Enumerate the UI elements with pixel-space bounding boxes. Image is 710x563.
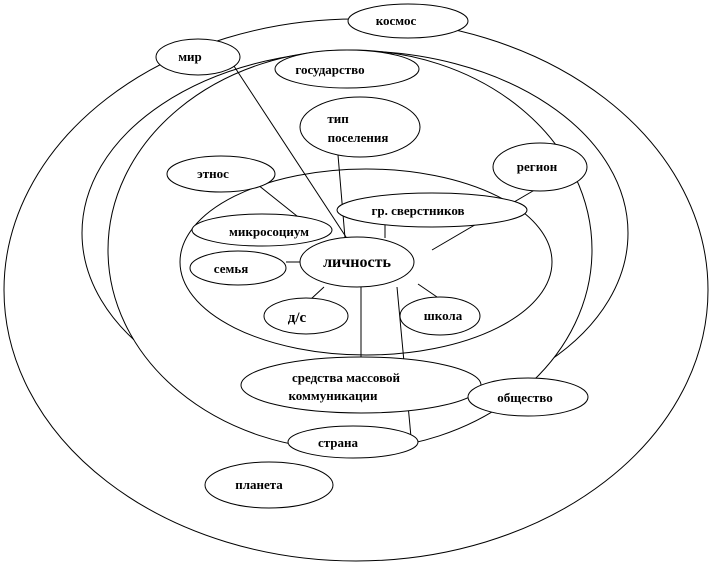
node-semya-label: семья <box>214 261 248 276</box>
node-etnos: этнос <box>166 155 276 193</box>
node-obshchestvo: общество <box>467 377 589 417</box>
node-tip-poseleniya-label-line1: тип <box>327 111 349 126</box>
node-planeta-label: планета <box>235 477 283 492</box>
node-lichnost-label: личность <box>323 254 391 271</box>
node-sverstniki-label: гр. сверстников <box>371 203 464 218</box>
node-gosudarstvo-label: государство <box>295 62 364 77</box>
node-region: регион <box>492 142 588 192</box>
node-planeta: планета <box>204 461 334 509</box>
node-strana-label: страна <box>318 435 359 450</box>
node-tip-poseleniya-label-line2: поселения <box>328 130 389 145</box>
node-shkola-label: школа <box>424 308 463 323</box>
node-obshchestvo-label: общество <box>497 390 553 405</box>
node-gosudarstvo: государство <box>274 49 420 89</box>
node-lichnost: личность <box>299 236 415 288</box>
node-mikrosocium: микросоциум <box>191 213 333 247</box>
node-region-label: регион <box>517 159 558 174</box>
link-shkola <box>417 283 438 298</box>
node-mir-label: мир <box>178 49 202 64</box>
node-tip-poseleniya: тип поселения <box>299 96 421 158</box>
link-tip-poseleniya <box>337 154 346 239</box>
node-mikrosocium-label: микросоциум <box>229 224 309 239</box>
link-ds <box>310 286 325 300</box>
node-etnos-label: этнос <box>197 166 229 181</box>
node-sverstniki: гр. сверстников <box>336 192 528 228</box>
node-strana: страна <box>287 425 419 459</box>
node-shkola: школа <box>399 296 481 336</box>
node-mir: мир <box>155 38 241 76</box>
node-ds-label: д/с <box>288 310 307 326</box>
node-kosmos-label: космос <box>376 13 417 28</box>
link-mir <box>229 59 349 241</box>
node-smk-label-line1: средства массовой <box>292 370 401 385</box>
node-semya: семья <box>189 250 287 286</box>
node-ds: д/с <box>263 297 349 335</box>
node-smk: средства массовой коммуникации <box>240 356 482 414</box>
node-kosmos: космос <box>347 3 469 39</box>
node-smk-label-line2: коммуникации <box>288 388 378 403</box>
